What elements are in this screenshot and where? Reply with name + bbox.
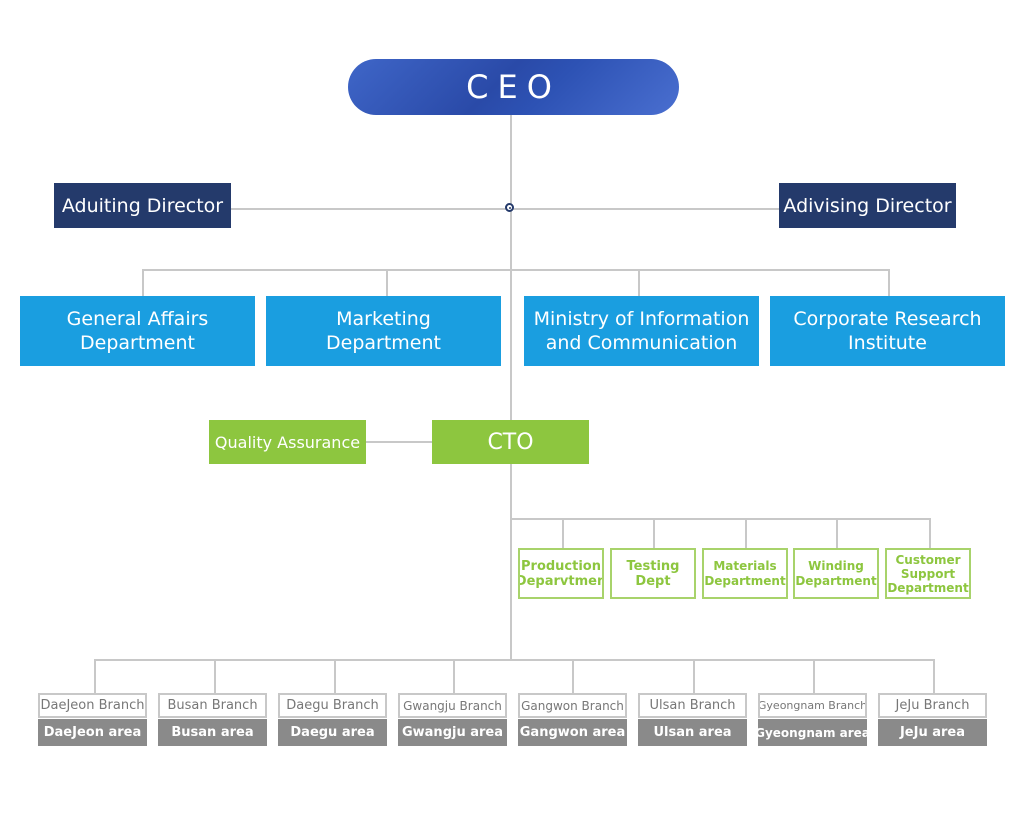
cto-sub-drop-5 xyxy=(929,518,931,548)
area-ulsan: Ulsan area xyxy=(638,719,747,746)
dept-drop-1 xyxy=(142,269,144,296)
sub-label-line2: Support xyxy=(900,566,956,581)
branch-busan: Busan Branch xyxy=(158,693,267,718)
sub-label-line1: Winding xyxy=(808,558,864,573)
branch-drop-7 xyxy=(813,659,815,693)
branch-drop-3 xyxy=(334,659,336,693)
branch-daejeon: DaeJeon Branch xyxy=(38,693,147,718)
area-daegu: Daegu area xyxy=(278,719,387,746)
quality-assurance-node: Quality Assurance xyxy=(209,420,366,464)
dept-label-line2: Department xyxy=(80,332,195,354)
sub-label-line2: Deparvtmen xyxy=(518,573,604,589)
main-vertical-line xyxy=(510,114,512,660)
sub-label-line2: Department xyxy=(795,573,877,588)
auditing-director-node: Aduiting Director xyxy=(54,183,231,228)
cto-sub-drop-3 xyxy=(745,518,747,548)
area-gwangju: Gwangju area xyxy=(398,719,507,746)
cto-sub-drop-2 xyxy=(653,518,655,548)
dept-label-line2: Institute xyxy=(848,332,927,354)
sub-label-line1: Production xyxy=(521,558,601,574)
branch-drop-8 xyxy=(933,659,935,693)
sub-label-line2: Dept xyxy=(635,573,671,589)
sub-label-line3: Department xyxy=(887,580,969,595)
branch-gwangju: Gwangju Branch xyxy=(398,693,507,718)
branch-gangwon: Gangwon Branch xyxy=(518,693,627,718)
cto-sub-horizontal-line xyxy=(511,518,931,520)
cto-sub-drop-4 xyxy=(836,518,838,548)
dept-drop-2 xyxy=(386,269,388,296)
area-jeju: JeJu area xyxy=(878,719,987,746)
dept-drop-4 xyxy=(888,269,890,296)
qa-connector-line xyxy=(366,441,432,443)
sub-label-line1: Materials xyxy=(713,558,777,573)
junction-dot-icon xyxy=(505,203,514,212)
dept-label-line2: and Communication xyxy=(545,332,738,354)
branch-drop-4 xyxy=(453,659,455,693)
branch-drop-2 xyxy=(214,659,216,693)
sub-label-line1: Testing xyxy=(626,558,680,574)
branch-ulsan: Ulsan Branch xyxy=(638,693,747,718)
dept-label-line1: Marketing xyxy=(336,308,431,330)
cto-sub-drop-1 xyxy=(562,518,564,548)
sub-label-line2: Department xyxy=(704,573,786,588)
dept-label-line1: Ministry of Information xyxy=(533,308,750,330)
dept-label-line1: Corporate Research xyxy=(793,308,982,330)
dept-drop-3 xyxy=(638,269,640,296)
dept-horizontal-line xyxy=(142,269,890,271)
ceo-node: CEO xyxy=(348,59,679,115)
area-gyeongnam: Gyeongnam area xyxy=(758,719,867,746)
branch-jeju: JeJu Branch xyxy=(878,693,987,718)
branch-daegu: Daegu Branch xyxy=(278,693,387,718)
dept-label-line1: General Affairs xyxy=(66,308,209,330)
branch-drop-5 xyxy=(572,659,574,693)
area-daejeon: DaeJeon area xyxy=(38,719,147,746)
branch-drop-6 xyxy=(693,659,695,693)
area-gangwon: Gangwon area xyxy=(518,719,627,746)
cto-node: CTO xyxy=(432,420,589,464)
dept-label-line2: Department xyxy=(326,332,441,354)
branch-horizontal-line xyxy=(94,659,934,661)
branch-drop-1 xyxy=(94,659,96,693)
branch-gyeongnam: Gyeongnam Branch xyxy=(758,693,867,718)
area-busan: Busan area xyxy=(158,719,267,746)
sub-label-line1: Customer xyxy=(895,552,961,567)
advising-director-node: Adivising Director xyxy=(779,183,956,228)
